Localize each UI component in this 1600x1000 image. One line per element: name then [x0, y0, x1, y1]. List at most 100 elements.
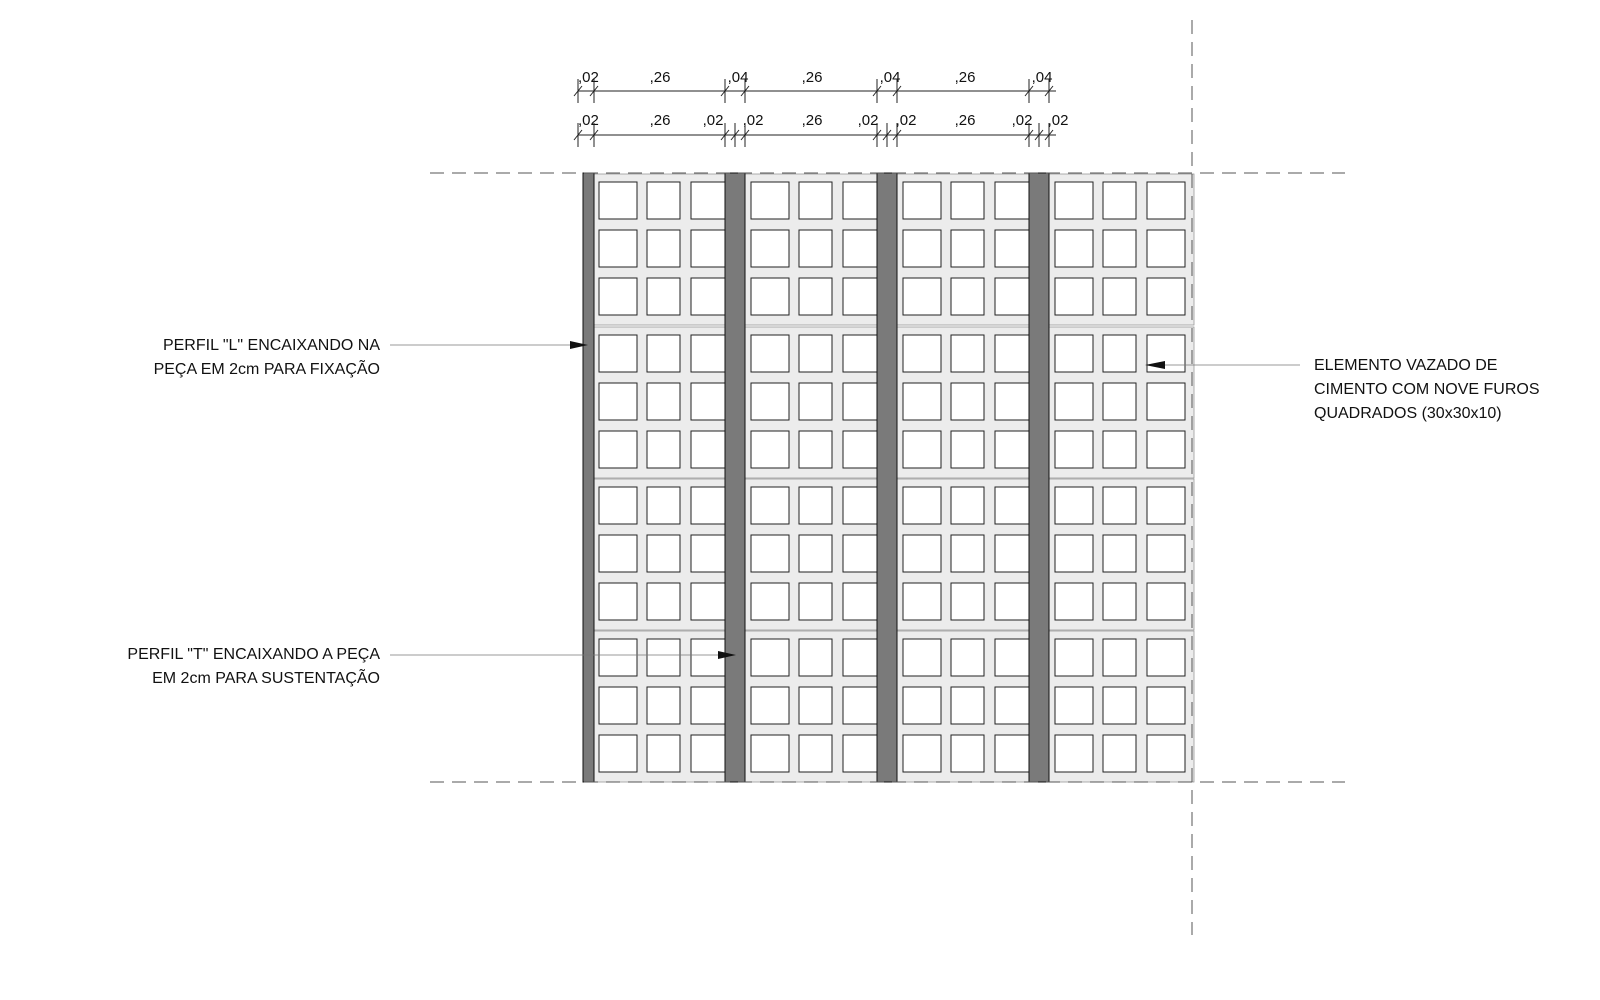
block-hole — [690, 686, 730, 725]
block-hole — [798, 382, 833, 421]
block-hole — [598, 534, 638, 573]
dimension-row-top: ,02 ,26 ,04 ,26 ,04 ,26 ,04 — [573, 69, 1056, 103]
block-hole — [1102, 638, 1137, 677]
block-hole — [1054, 430, 1094, 469]
block-hole — [902, 534, 942, 573]
block-hole — [1102, 181, 1137, 220]
block-hole — [798, 181, 833, 220]
dimension-tick-icon — [740, 129, 750, 141]
dim-bottom-1: ,26 — [650, 112, 671, 129]
element-label-line-2: CIMENTO COM NOVE FUROS — [1314, 381, 1540, 398]
block-hole — [690, 181, 730, 220]
block-hole — [1146, 181, 1186, 220]
block-hole — [950, 334, 985, 373]
block-hole — [1054, 638, 1094, 677]
block-hole — [842, 382, 882, 421]
block-hole — [690, 277, 730, 316]
dim-bottom-4: ,26 — [802, 112, 823, 129]
block-hole — [950, 277, 985, 316]
block-hole — [646, 638, 681, 677]
dim-top-1: ,26 — [650, 69, 671, 86]
l-profile-label-line-2: PEÇA EM 2cm PARA FIXAÇÃO — [154, 358, 380, 378]
block-hole — [646, 229, 681, 268]
block-hole — [1054, 277, 1094, 316]
block-hole — [646, 486, 681, 525]
element-callout: ELEMENTO VAZADO DE CIMENTO COM NOVE FURO… — [1145, 357, 1540, 422]
block-hole — [690, 582, 730, 621]
dimension-chains: ,02 ,26 ,04 ,26 ,04 ,26 ,04 ,02 ,26 ,02 … — [573, 69, 1069, 147]
dim-bottom-2: ,02 — [703, 112, 724, 129]
block-hole — [1146, 686, 1186, 725]
block-hole — [902, 430, 942, 469]
block-hole — [842, 734, 882, 773]
block-hole — [1146, 229, 1186, 268]
block-hole — [950, 686, 985, 725]
l-profile — [582, 172, 595, 783]
block-hole — [902, 334, 942, 373]
dimension-tick-icon — [892, 129, 902, 141]
block-hole — [842, 430, 882, 469]
block-hole — [950, 638, 985, 677]
block-hole — [690, 486, 730, 525]
dimension-tick-icon — [720, 85, 730, 97]
block-hole — [1102, 582, 1137, 621]
block-hole — [798, 486, 833, 525]
dimension-tick-icon — [872, 129, 882, 141]
dimension-tick-icon — [730, 129, 740, 141]
block-hole — [1054, 582, 1094, 621]
dim-top-0: ,02 — [578, 69, 599, 86]
block-hole — [750, 430, 790, 469]
dim-bottom-9: ,02 — [1048, 112, 1069, 129]
block-hole — [902, 582, 942, 621]
block-hole — [598, 686, 638, 725]
block-hole — [842, 686, 882, 725]
dimension-tick-icon — [1024, 129, 1034, 141]
dim-bottom-5: ,02 — [858, 112, 879, 129]
dim-bottom-3: ,02 — [743, 112, 764, 129]
block-hole — [690, 430, 730, 469]
block-hole — [598, 638, 638, 677]
block-hole — [690, 734, 730, 773]
block-hole — [1146, 582, 1186, 621]
block-hole — [902, 382, 942, 421]
block-hole — [798, 334, 833, 373]
block-hole — [902, 486, 942, 525]
block-hole — [1146, 734, 1186, 773]
block-hole — [646, 430, 681, 469]
block-hole — [690, 638, 730, 677]
block-hole — [994, 334, 1034, 373]
block-hole — [598, 181, 638, 220]
block-hole — [950, 486, 985, 525]
block-hole — [842, 277, 882, 316]
block-hole — [798, 277, 833, 316]
dimension-tick-icon — [882, 129, 892, 141]
dim-top-6: ,04 — [1032, 69, 1053, 86]
dim-top-2: ,04 — [728, 69, 749, 86]
block-hole — [646, 277, 681, 316]
block-hole — [750, 534, 790, 573]
dimension-tick-icon — [1044, 129, 1054, 141]
block-hole — [798, 534, 833, 573]
block-hole — [994, 486, 1034, 525]
block-hole — [994, 534, 1034, 573]
block-hole — [950, 582, 985, 621]
block-hole — [798, 734, 833, 773]
t-profile-label-line-1: PERFIL "T" ENCAIXANDO A PEÇA — [127, 646, 380, 663]
block-hole — [690, 229, 730, 268]
block-hole — [598, 382, 638, 421]
block-hole — [1054, 382, 1094, 421]
dimension-tick-icon — [1024, 85, 1034, 97]
block-hole — [646, 686, 681, 725]
block-hole — [646, 534, 681, 573]
block-hole — [690, 382, 730, 421]
dimension-tick-icon — [720, 129, 730, 141]
block-hole — [950, 382, 985, 421]
t-profile — [724, 172, 746, 783]
block-hole — [994, 686, 1034, 725]
block-hole — [1054, 181, 1094, 220]
block-hole — [902, 734, 942, 773]
dim-bottom-0: ,02 — [578, 112, 599, 129]
cement-element-grid — [589, 173, 1195, 783]
dimension-tick-icon — [1034, 129, 1044, 141]
block-hole — [1054, 229, 1094, 268]
